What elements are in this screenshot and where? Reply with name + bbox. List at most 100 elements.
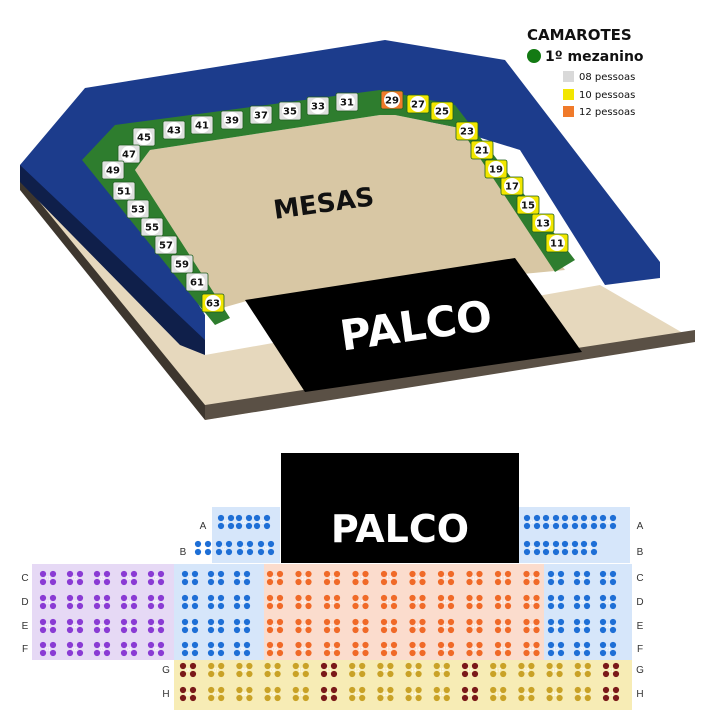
box-59[interactable]: 59 — [170, 254, 194, 274]
table-h-14[interactable]: 14 — [405, 686, 422, 702]
box-43[interactable]: 43 — [162, 120, 186, 140]
box-51[interactable]: 51 — [112, 181, 136, 201]
table-c-06[interactable]: 06 — [181, 570, 199, 586]
table-f-03[interactable]: 03 — [93, 641, 111, 657]
table-e-11[interactable]: 11 — [323, 618, 341, 634]
table-f-09[interactable]: 09 — [266, 641, 284, 657]
table-a-07[interactable]: 07 — [580, 514, 598, 530]
table-e-21[interactable]: 21 — [599, 618, 617, 634]
table-d-05[interactable]: 05 — [147, 594, 165, 610]
table-d-21[interactable]: 21 — [599, 594, 617, 610]
table-e-15[interactable]: 15 — [437, 618, 455, 634]
table-e-01[interactable]: 01 — [39, 618, 57, 634]
box-11[interactable]: 11 — [545, 233, 569, 253]
box-61[interactable]: 61 — [185, 272, 209, 292]
box-35[interactable]: 35 — [278, 101, 302, 121]
table-e-19[interactable]: 19 — [547, 618, 565, 634]
table-f-06[interactable]: 06 — [181, 641, 199, 657]
table-g-11[interactable]: 11 — [320, 662, 338, 678]
table-h-19[interactable]: 19 — [546, 686, 563, 702]
table-h-12[interactable]: 12 — [349, 686, 366, 702]
table-d-19[interactable]: 19 — [547, 594, 565, 610]
table-e-17[interactable]: 17 — [494, 618, 512, 634]
table-c-07[interactable]: 07 — [207, 570, 225, 586]
table-b-04[interactable]: 04 — [257, 540, 275, 556]
table-c-04[interactable]: 04 — [120, 570, 138, 586]
box-13[interactable]: 13 — [531, 213, 555, 233]
box-39[interactable]: 39 — [220, 110, 244, 130]
table-h-06[interactable]: 06 — [179, 686, 197, 702]
table-d-08[interactable]: 08 — [233, 594, 251, 610]
table-d-09[interactable]: 09 — [266, 594, 284, 610]
box-63[interactable]: 63 — [201, 293, 225, 313]
box-31[interactable]: 31 — [335, 92, 359, 112]
box-23[interactable]: 23 — [455, 121, 479, 141]
table-e-08[interactable]: 08 — [233, 618, 251, 634]
table-e-14[interactable]: 14 — [409, 618, 426, 634]
table-h-08[interactable]: 08 — [236, 686, 253, 702]
table-d-07[interactable]: 07 — [207, 594, 225, 610]
table-d-13[interactable]: 13 — [380, 594, 398, 610]
box-55[interactable]: 55 — [140, 217, 164, 237]
box-37[interactable]: 37 — [249, 105, 273, 125]
table-g-12[interactable]: 12 — [349, 662, 366, 678]
table-c-16[interactable]: 16 — [466, 570, 483, 586]
table-f-14[interactable]: 14 — [409, 641, 426, 657]
table-f-12[interactable]: 12 — [352, 641, 369, 657]
table-h-17[interactable]: 17 — [490, 686, 507, 702]
table-c-14[interactable]: 14 — [409, 570, 426, 586]
table-d-12[interactable]: 12 — [352, 594, 369, 610]
table-c-19[interactable]: 19 — [547, 570, 565, 586]
table-h-21[interactable]: 21 — [602, 686, 620, 702]
table-f-16[interactable]: 16 — [466, 641, 483, 657]
table-e-03[interactable]: 03 — [93, 618, 111, 634]
table-d-15[interactable]: 15 — [437, 594, 455, 610]
table-c-13[interactable]: 13 — [380, 570, 398, 586]
table-e-20[interactable]: 20 — [573, 618, 591, 634]
table-a-04[interactable]: 04 — [523, 514, 541, 530]
table-b-06[interactable]: 06 — [542, 540, 560, 556]
table-c-10[interactable]: 10 — [295, 570, 312, 586]
table-d-14[interactable]: 14 — [409, 594, 426, 610]
table-c-11[interactable]: 11 — [323, 570, 341, 586]
table-f-20[interactable]: 20 — [573, 641, 591, 657]
table-d-02[interactable]: 02 — [66, 594, 84, 610]
table-f-15[interactable]: 15 — [437, 641, 455, 657]
box-15[interactable]: 15 — [516, 195, 540, 215]
table-g-16[interactable]: 16 — [461, 662, 479, 678]
box-57[interactable]: 57 — [154, 235, 178, 255]
table-d-10[interactable]: 10 — [295, 594, 312, 610]
table-g-09[interactable]: 09 — [264, 662, 281, 678]
table-e-05[interactable]: 05 — [147, 618, 165, 634]
box-53[interactable]: 53 — [126, 199, 150, 219]
table-d-20[interactable]: 20 — [573, 594, 591, 610]
table-d-04[interactable]: 04 — [120, 594, 138, 610]
table-b-08[interactable]: 08 — [580, 540, 598, 556]
box-47[interactable]: 47 — [117, 144, 141, 164]
table-g-10[interactable]: 10 — [292, 662, 309, 678]
table-e-09[interactable]: 09 — [266, 618, 284, 634]
table-c-20[interactable]: 20 — [573, 570, 591, 586]
table-g-21[interactable]: 21 — [602, 662, 620, 678]
table-g-15[interactable]: 15 — [433, 662, 450, 678]
table-c-12[interactable]: 12 — [352, 570, 369, 586]
box-25[interactable]: 25 — [430, 101, 454, 121]
table-c-15[interactable]: 15 — [437, 570, 455, 586]
table-h-07[interactable]: 07 — [208, 686, 225, 702]
box-27[interactable]: 27 — [406, 94, 430, 114]
box-21[interactable]: 21 — [470, 140, 494, 160]
table-e-06[interactable]: 06 — [181, 618, 199, 634]
table-f-21[interactable]: 21 — [599, 641, 617, 657]
table-g-13[interactable]: 13 — [377, 662, 394, 678]
table-f-13[interactable]: 13 — [380, 641, 398, 657]
table-f-04[interactable]: 04 — [120, 641, 138, 657]
table-e-13[interactable]: 13 — [380, 618, 398, 634]
table-a-03[interactable]: 03 — [253, 514, 271, 530]
table-c-08[interactable]: 08 — [233, 570, 251, 586]
table-d-01[interactable]: 01 — [39, 594, 57, 610]
table-g-17[interactable]: 17 — [490, 662, 507, 678]
table-g-19[interactable]: 19 — [546, 662, 563, 678]
table-h-16[interactable]: 16 — [461, 686, 479, 702]
table-b-03[interactable]: 03 — [236, 540, 254, 556]
box-45[interactable]: 45 — [132, 127, 156, 147]
